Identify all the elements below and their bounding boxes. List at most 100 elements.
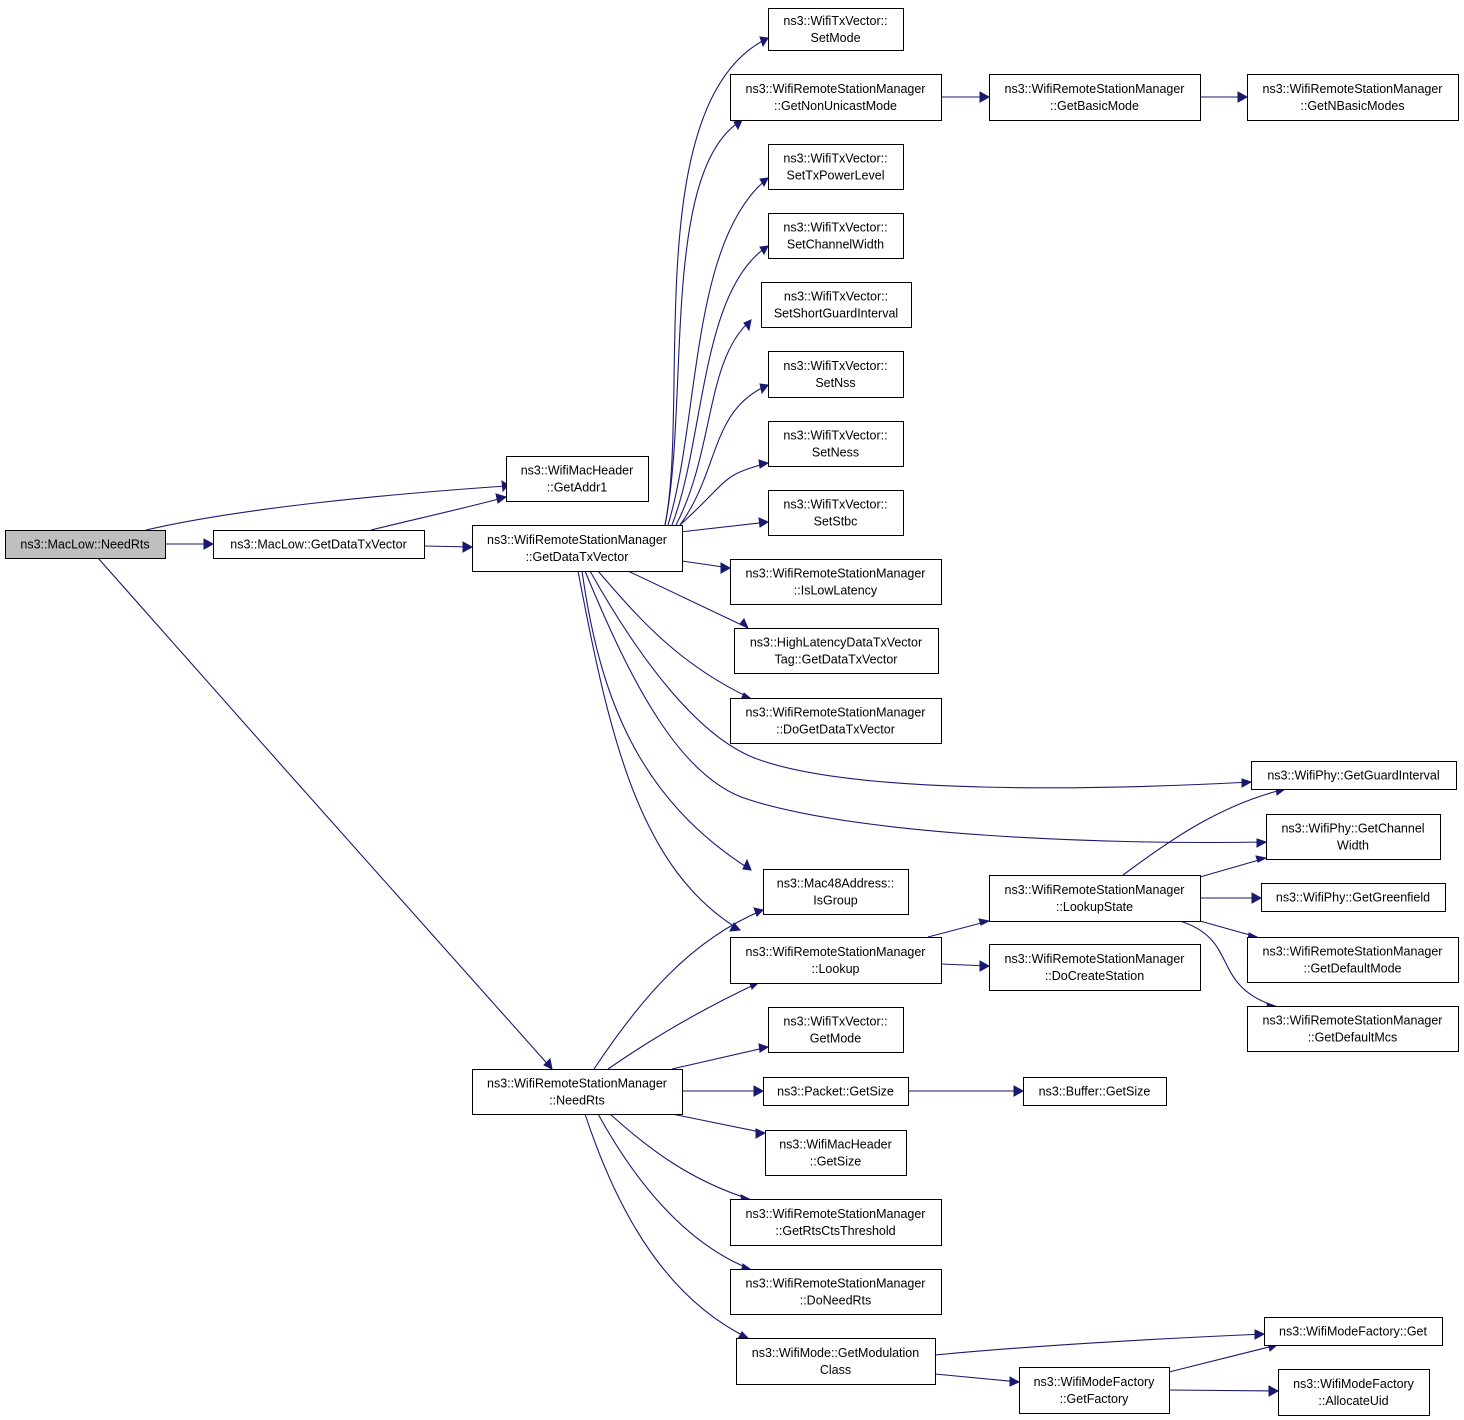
call-edges bbox=[97, 36, 1287, 1397]
node-label-line: ns3::WifiTxVector:: bbox=[783, 498, 887, 512]
node-bufsize[interactable]: ns3::Buffer::GetSize bbox=[1023, 1077, 1167, 1106]
node-getmode[interactable]: ns3::WifiTxVector::GetMode bbox=[768, 1007, 904, 1053]
node-box[interactable] bbox=[989, 944, 1201, 991]
node-nbasic[interactable]: ns3::WifiRemoteStationManager::GetNBasic… bbox=[1247, 74, 1459, 121]
node-box[interactable] bbox=[1247, 1006, 1459, 1052]
node-box[interactable] bbox=[1251, 761, 1457, 790]
node-rsm-need[interactable]: ns3::WifiRemoteStationManager::NeedRts bbox=[472, 1069, 683, 1115]
node-label-line: ::AllocateUid bbox=[1318, 1394, 1388, 1408]
node-rtscts[interactable]: ns3::WifiRemoteStationManager::GetRtsCts… bbox=[730, 1199, 942, 1246]
node-doneed[interactable]: ns3::WifiRemoteStationManager::DoNeedRts bbox=[730, 1269, 942, 1315]
node-dogdtv[interactable]: ns3::WifiRemoteStationManager::DoGetData… bbox=[730, 698, 942, 744]
node-label-line: Tag::GetDataTxVector bbox=[775, 653, 898, 667]
node-box[interactable] bbox=[768, 1007, 904, 1053]
node-box[interactable] bbox=[506, 456, 649, 502]
node-mffact[interactable]: ns3::WifiModeFactory::GetFactory bbox=[1019, 1367, 1170, 1414]
node-label-line: ns3::WifiRemoteStationManager bbox=[1263, 82, 1443, 96]
node-basic[interactable]: ns3::WifiRemoteStationManager::GetBasicM… bbox=[989, 74, 1201, 121]
node-box[interactable] bbox=[1266, 814, 1441, 860]
node-box[interactable] bbox=[768, 8, 904, 51]
node-box[interactable] bbox=[1278, 1369, 1430, 1416]
node-isgroup[interactable]: ns3::Mac48Address::IsGroup bbox=[763, 869, 909, 915]
call-edge-rsm_need-to-isgroup bbox=[593, 909, 764, 1070]
node-label-line: Class bbox=[820, 1363, 851, 1377]
node-box[interactable] bbox=[472, 525, 683, 572]
call-edge-mffact-to-alloc bbox=[1168, 1389, 1279, 1392]
node-label-line: ::GetRtsCtsThreshold bbox=[775, 1224, 895, 1238]
node-txpow[interactable]: ns3::WifiTxVector::SetTxPowerLevel bbox=[768, 144, 904, 190]
arrowhead-icon bbox=[1268, 1385, 1280, 1397]
node-gi[interactable]: ns3::WifiPhy::GetGuardInterval bbox=[1251, 761, 1457, 790]
node-box[interactable] bbox=[730, 74, 942, 121]
node-box[interactable] bbox=[768, 421, 904, 467]
node-chw[interactable]: ns3::WifiTxVector::SetChannelWidth bbox=[768, 213, 904, 259]
node-label-line: ns3::WifiRemoteStationManager bbox=[1263, 1014, 1443, 1028]
arrowhead-icon bbox=[739, 618, 750, 630]
node-alloc[interactable]: ns3::WifiModeFactory::AllocateUid bbox=[1278, 1369, 1430, 1416]
node-box[interactable] bbox=[730, 937, 942, 984]
node-hdrsize[interactable]: ns3::WifiMacHeader::GetSize bbox=[765, 1130, 907, 1176]
node-getdtv[interactable]: ns3::MacLow::GetDataTxVector bbox=[213, 530, 425, 559]
node-box[interactable] bbox=[1247, 74, 1459, 121]
node-box[interactable] bbox=[763, 869, 909, 915]
node-box[interactable] bbox=[1264, 1317, 1443, 1346]
node-root[interactable]: ns3::MacLow::NeedRts bbox=[5, 530, 166, 559]
node-box[interactable] bbox=[213, 530, 425, 559]
node-nss[interactable]: ns3::WifiTxVector::SetNss bbox=[768, 351, 904, 398]
node-rsm-gdtv[interactable]: ns3::WifiRemoteStationManager::GetDataTx… bbox=[472, 525, 683, 572]
node-box[interactable] bbox=[761, 282, 912, 328]
arrowhead-icon bbox=[1241, 778, 1253, 788]
node-box[interactable] bbox=[730, 698, 942, 744]
node-box[interactable] bbox=[730, 1269, 942, 1315]
node-green[interactable]: ns3::WifiPhy::GetGreenfield bbox=[1261, 883, 1446, 912]
node-lowlat[interactable]: ns3::WifiRemoteStationManager::IsLowLate… bbox=[730, 559, 942, 605]
node-lstate[interactable]: ns3::WifiRemoteStationManager::LookupSta… bbox=[989, 875, 1201, 922]
node-box[interactable] bbox=[1023, 1077, 1167, 1106]
node-box[interactable] bbox=[768, 144, 904, 190]
node-box[interactable] bbox=[768, 351, 904, 398]
call-edge-rsm_need-to-doneed bbox=[597, 1113, 751, 1270]
node-box[interactable] bbox=[989, 875, 1201, 922]
node-box[interactable] bbox=[1261, 883, 1446, 912]
node-label-line: ns3::WifiPhy::GetGreenfield bbox=[1276, 891, 1430, 905]
node-box[interactable] bbox=[5, 530, 166, 559]
node-label-line: SetNess bbox=[812, 446, 859, 460]
arrowhead-icon bbox=[1013, 1085, 1025, 1097]
node-box[interactable] bbox=[1247, 937, 1459, 983]
node-box[interactable] bbox=[765, 1130, 907, 1176]
node-box[interactable] bbox=[768, 490, 904, 536]
node-box[interactable] bbox=[768, 213, 904, 259]
node-docreate[interactable]: ns3::WifiRemoteStationManager::DoCreateS… bbox=[989, 944, 1201, 991]
node-label-line: SetMode bbox=[810, 31, 860, 45]
node-box[interactable] bbox=[730, 1199, 942, 1246]
node-hltag[interactable]: ns3::HighLatencyDataTxVectorTag::GetData… bbox=[734, 628, 939, 674]
node-sgi[interactable]: ns3::WifiTxVector::SetShortGuardInterval bbox=[761, 282, 912, 328]
node-lookup[interactable]: ns3::WifiRemoteStationManager::Lookup bbox=[730, 937, 942, 984]
node-label-line: ::GetDataTxVector bbox=[526, 550, 629, 564]
node-label-line: ::DoNeedRts bbox=[800, 1294, 872, 1308]
node-stbc[interactable]: ns3::WifiTxVector::SetStbc bbox=[768, 490, 904, 536]
node-box[interactable] bbox=[730, 559, 942, 605]
node-setmode[interactable]: ns3::WifiTxVector::SetMode bbox=[768, 8, 904, 51]
node-box[interactable] bbox=[989, 74, 1201, 121]
node-box[interactable] bbox=[734, 628, 939, 674]
node-box[interactable] bbox=[472, 1069, 683, 1115]
node-box[interactable] bbox=[736, 1338, 936, 1385]
node-box[interactable] bbox=[1019, 1367, 1170, 1414]
node-box[interactable] bbox=[763, 1077, 909, 1106]
node-defmode[interactable]: ns3::WifiRemoteStationManager::GetDefaul… bbox=[1247, 937, 1459, 983]
node-defmcs[interactable]: ns3::WifiRemoteStationManager::GetDefaul… bbox=[1247, 1006, 1459, 1052]
node-addr1[interactable]: ns3::WifiMacHeader::GetAddr1 bbox=[506, 456, 649, 502]
call-edge-rsm_gdtv-to-isgroup bbox=[581, 570, 752, 871]
node-mfget[interactable]: ns3::WifiModeFactory::Get bbox=[1264, 1317, 1443, 1346]
node-nonuni[interactable]: ns3::WifiRemoteStationManager::GetNonUni… bbox=[730, 74, 942, 121]
call-edge-rsm_need-to-lookup bbox=[607, 982, 759, 1070]
node-label-line: ns3::HighLatencyDataTxVector bbox=[750, 636, 922, 650]
arrowhead-icon bbox=[720, 562, 732, 574]
call-edge-lstate-to-phychw bbox=[1199, 857, 1267, 878]
node-pktsize[interactable]: ns3::Packet::GetSize bbox=[763, 1077, 909, 1106]
arrowhead-icon bbox=[759, 245, 769, 256]
node-ness[interactable]: ns3::WifiTxVector::SetNess bbox=[768, 421, 904, 467]
